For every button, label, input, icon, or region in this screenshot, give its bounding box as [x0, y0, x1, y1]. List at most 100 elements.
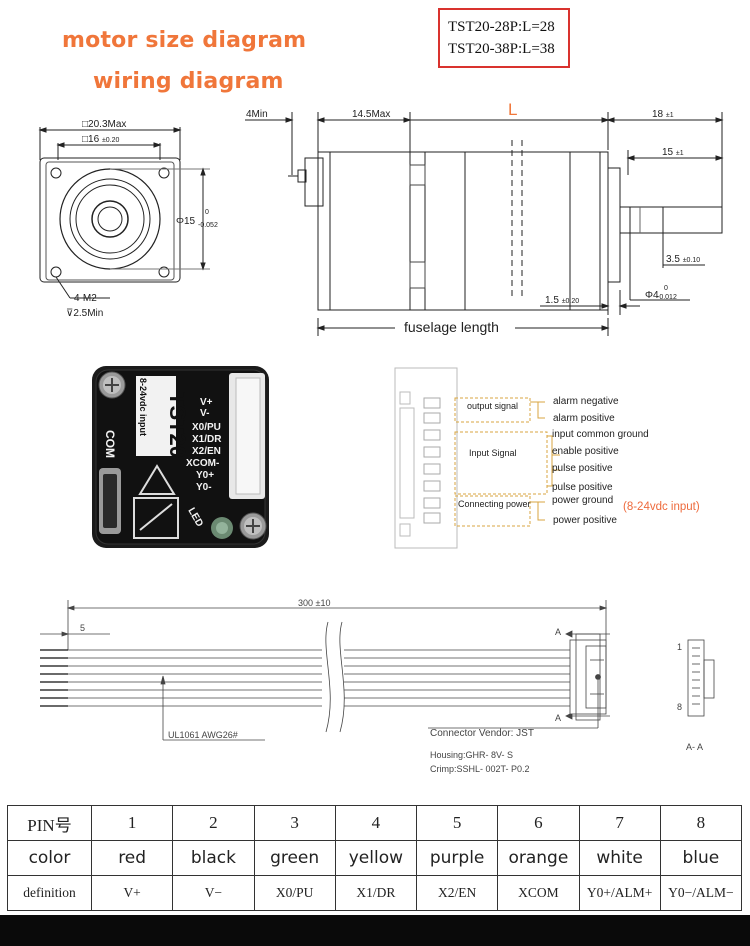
definition-6: XCOM	[497, 875, 580, 911]
board-pin-8: Y0-	[196, 482, 212, 493]
dim-shaft-tol-bot: -0.012	[657, 294, 677, 301]
cable-length: 300 ±10	[298, 598, 331, 608]
pulse-positive-label-2: pulse positive	[552, 482, 613, 493]
holes-depth: ⊽2.5Min	[66, 308, 103, 319]
pin-4: 4	[334, 805, 418, 841]
cable-drawing	[40, 600, 715, 741]
dim-shaft: Φ4	[645, 290, 659, 301]
cable-labels: 300 ±10 5 UL1061 AWG26# Connector Vendor…	[80, 598, 703, 774]
wiring-title: wiring diagram	[93, 69, 284, 94]
color-2: black	[172, 840, 255, 876]
alarm-negative-label: alarm negative	[553, 396, 619, 407]
dim-18: 18 ±1	[652, 109, 674, 120]
bottom-bar	[0, 915, 750, 946]
pin-3: 3	[253, 805, 336, 841]
power-note-label: (8-24vdc input)	[623, 501, 700, 513]
definition-row: definition V+ V− X0/PU X1/DR X2/EN XCOM …	[7, 875, 743, 911]
dim-1-5: 1.5 ±0.20	[545, 295, 579, 306]
conn-pin-8: 8	[677, 702, 682, 712]
pin-header: PIN号	[7, 805, 92, 841]
alarm-positive-label: alarm positive	[553, 413, 615, 424]
holes-spec: 4-M2	[74, 293, 97, 304]
pulse-positive-label-1: pulse positive	[552, 463, 613, 474]
connector-diagram	[394, 367, 458, 549]
crimp-spec: Crimp:SSHL- 002T- P0.2	[430, 764, 530, 774]
definition-3: X0/PU	[253, 875, 336, 911]
board-model: TST20	[165, 392, 190, 458]
group-power-label: Connecting power	[458, 499, 531, 509]
dim-15: 15 ±1	[662, 147, 684, 158]
power-positive-label: power positive	[553, 515, 617, 526]
connector-braces	[530, 401, 560, 521]
driver-board-labels: TST20 8-24vdc input COM LED V+ V- X0/PU …	[103, 378, 222, 529]
color-1: red	[90, 840, 174, 876]
model-box: TST20-28P:L=28 TST20-38P:L=38	[438, 8, 570, 68]
board-pin-1: V+	[200, 397, 213, 408]
side-view-labels: 4Min 14.5Max L 18 ±1 15 ±1 3.5 ±0.10 1.5…	[246, 100, 700, 335]
dim-shaft-tol-top: 0	[664, 285, 668, 292]
board-pin-5: X2/EN	[192, 446, 221, 457]
wire-spec: UL1061 AWG26#	[168, 730, 238, 740]
housing-spec: Housing:GHR- 8V- S	[430, 750, 513, 760]
section-a-top: A	[555, 627, 561, 637]
screw-bottom-right	[239, 512, 267, 540]
section-aa-label: A- A	[686, 742, 703, 752]
pin-8: 8	[659, 805, 743, 841]
board-pin-7: Y0+	[196, 470, 214, 481]
board-com: COM	[103, 430, 117, 458]
pin-6: 6	[497, 805, 580, 841]
pin-2: 2	[172, 805, 255, 841]
dim-boss-15: Φ15	[176, 216, 196, 227]
color-4: yellow	[334, 840, 418, 876]
dim-boss-tol-bot: -0.052	[198, 222, 218, 229]
definition-1: V+	[90, 875, 174, 911]
pin-5: 5	[415, 805, 499, 841]
side-view	[245, 112, 724, 336]
dim-4min: 4Min	[246, 109, 268, 120]
dim-3-5: 3.5 ±0.10	[666, 254, 700, 265]
color-3: green	[253, 840, 336, 876]
group-output-label: output signal	[467, 401, 518, 411]
board-pin-6: XCOM-	[186, 458, 219, 469]
connector-labels: output signal Input Signal Connecting po…	[458, 396, 700, 526]
definition-7: Y0+/ALM+	[578, 875, 661, 911]
front-view-labels: □20.3Max □16 ±0.20 Φ15 0 -0.052 4-M2 ⊽2.…	[66, 119, 218, 319]
definition-2: V−	[172, 875, 255, 911]
enable-positive-label: enable positive	[552, 446, 619, 457]
board-pin-2: V-	[200, 408, 209, 419]
definition-5: X2/EN	[415, 875, 499, 911]
board-pin-4: X1/DR	[192, 434, 222, 445]
group-input-label: Input Signal	[469, 448, 517, 458]
board-input-spec: 8-24vdc input	[138, 378, 148, 436]
pin-7: 7	[578, 805, 661, 841]
pin-table: PIN号 1 2 3 4 5 6 7 8 color red black gre…	[7, 805, 743, 911]
screw-top-left	[98, 371, 126, 399]
color-5: purple	[415, 840, 499, 876]
color-8: blue	[659, 840, 743, 876]
section-a-bottom: A	[555, 713, 561, 723]
motor-size-title: motor size diagram	[62, 28, 307, 53]
driver-board	[92, 366, 269, 548]
dim-boss-tol-top: 0	[205, 209, 209, 216]
model-line-28: TST20-28P:L=28	[448, 19, 555, 35]
color-header: color	[7, 840, 92, 876]
model-line-38: TST20-38P:L=38	[448, 41, 555, 57]
board-pin-3: X0/PU	[192, 422, 221, 433]
front-view	[38, 127, 210, 299]
dim-20-3-max: □20.3Max	[82, 119, 126, 130]
definition-header: definition	[7, 875, 92, 911]
fuselage-length-label: fuselage length	[404, 319, 499, 335]
dim-L: L	[508, 100, 517, 119]
color-6: orange	[497, 840, 580, 876]
connector-vendor: Connector Vendor: JST	[430, 728, 534, 739]
definition-4: X1/DR	[334, 875, 418, 911]
dim-14-5-max: 14.5Max	[352, 109, 390, 120]
strip-length: 5	[80, 623, 85, 633]
definition-8: Y0−/ALM−	[659, 875, 743, 911]
pin-row: PIN号 1 2 3 4 5 6 7 8	[7, 805, 743, 841]
power-ground-label: power ground	[552, 495, 613, 506]
color-7: white	[578, 840, 661, 876]
input-common-ground-label: input common ground	[552, 429, 649, 440]
pin-1: 1	[90, 805, 174, 841]
